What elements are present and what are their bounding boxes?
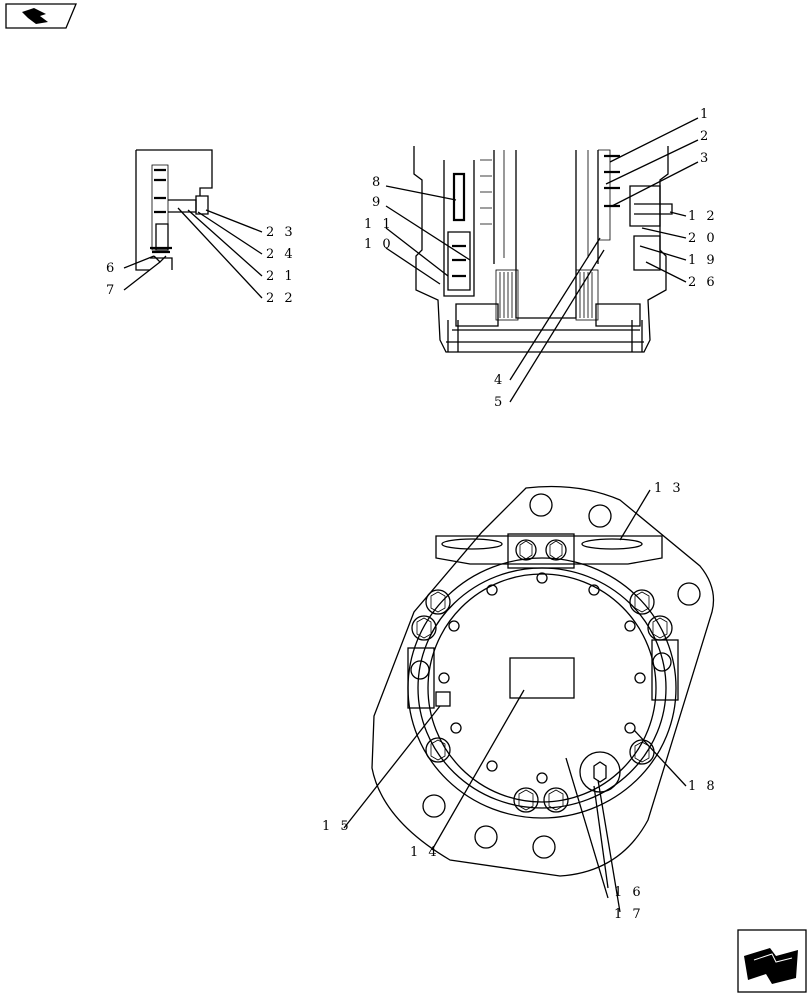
callout-6: 6 [106, 261, 117, 276]
callout-9: 9 [372, 195, 383, 210]
callout-22: 2 2 [266, 291, 296, 306]
callout-13: 1 3 [654, 481, 684, 496]
callout-11: 1 1 [364, 217, 394, 232]
front-view-leaders [343, 489, 687, 913]
callout-23: 2 3 [266, 225, 296, 240]
cross-section-leaders [385, 117, 699, 403]
callout-4: 4 [494, 373, 505, 388]
motor-front-view-drawing [371, 485, 715, 877]
callout-8: 8 [372, 175, 383, 190]
callout-20: 2 0 [688, 231, 718, 246]
callout-18: 1 8 [688, 779, 718, 794]
callout-26: 2 6 [688, 275, 718, 290]
callout-14: 1 4 [410, 845, 440, 860]
next-page-arrow-icon[interactable] [737, 929, 807, 993]
callout-5: 5 [494, 395, 505, 410]
callout-1: 1 [700, 107, 711, 122]
cross-section-drawing [413, 146, 673, 353]
callout-labels: 1 2 3 1 2 2 0 1 9 2 6 8 9 1 1 1 0 4 5 2 … [106, 107, 718, 922]
callout-2: 2 [700, 129, 711, 144]
book-arrow-icon[interactable] [5, 3, 77, 29]
callout-10: 1 0 [364, 237, 394, 252]
valve-detail-drawing [135, 149, 213, 271]
callout-19: 1 9 [688, 253, 718, 268]
callout-3: 3 [700, 151, 711, 166]
valve-detail-leaders [123, 207, 263, 299]
callout-15: 1 5 [322, 819, 352, 834]
callout-21: 2 1 [266, 269, 296, 284]
hex-bolts [411, 539, 673, 813]
callout-17: 1 7 [614, 907, 644, 922]
callout-16: 1 6 [614, 885, 644, 900]
callout-7: 7 [106, 283, 117, 298]
callout-12: 1 2 [688, 209, 718, 224]
cap-screws [438, 572, 646, 784]
callout-24: 2 4 [266, 247, 296, 262]
